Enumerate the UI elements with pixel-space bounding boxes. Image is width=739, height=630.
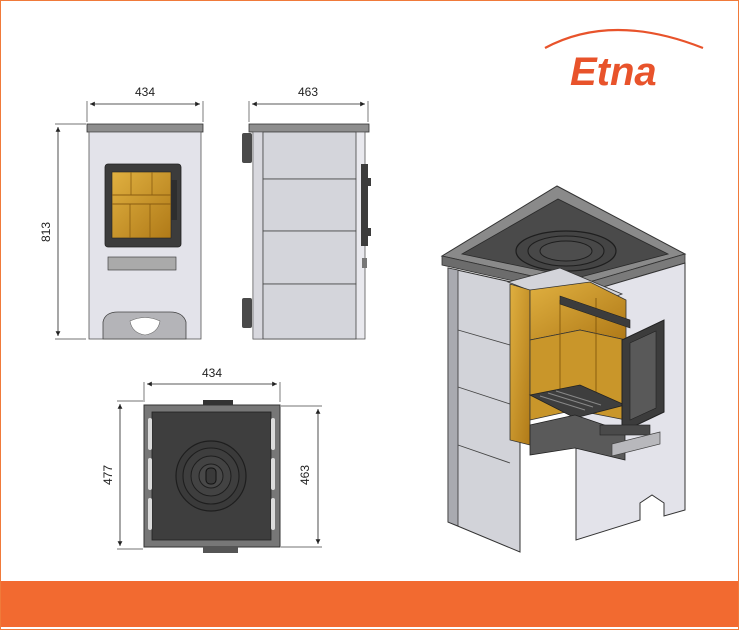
side-tile-2	[262, 178, 357, 232]
side-tile-4	[262, 283, 357, 340]
side-top-plate	[248, 123, 370, 133]
iso-ash-drawer	[611, 431, 661, 457]
front-door-handle	[171, 180, 177, 220]
front-door-glass	[111, 171, 172, 239]
top-width-label: 434	[202, 366, 222, 380]
side-tile-3	[262, 230, 357, 285]
side-view: 463	[242, 85, 371, 340]
etna-logo: Etna	[544, 29, 704, 94]
logo-roof-arc	[544, 29, 704, 50]
top-depth-right-label: 463	[298, 465, 312, 485]
front-top-plate	[86, 123, 204, 133]
front-height-label: 813	[39, 222, 53, 242]
logo-text: Etna	[570, 50, 657, 94]
side-rear-vent-top	[242, 133, 252, 163]
front-ash-drawer	[107, 256, 177, 271]
side-depth-label: 463	[298, 85, 318, 99]
top-rear-flue	[203, 400, 233, 406]
isometric-cutaway-view	[440, 185, 687, 553]
side-rear-vent-bottom	[242, 298, 252, 328]
top-view: 434 477 463	[101, 366, 322, 553]
side-tile-1	[262, 131, 357, 180]
iso-left-wall	[447, 267, 521, 553]
iso-firebrick-left	[509, 283, 531, 446]
front-width-label: 434	[135, 85, 155, 99]
side-door-profile	[361, 164, 368, 246]
footer-bar	[1, 581, 738, 627]
front-view: 434 813	[39, 85, 204, 340]
top-depth-left-label: 477	[101, 465, 115, 485]
